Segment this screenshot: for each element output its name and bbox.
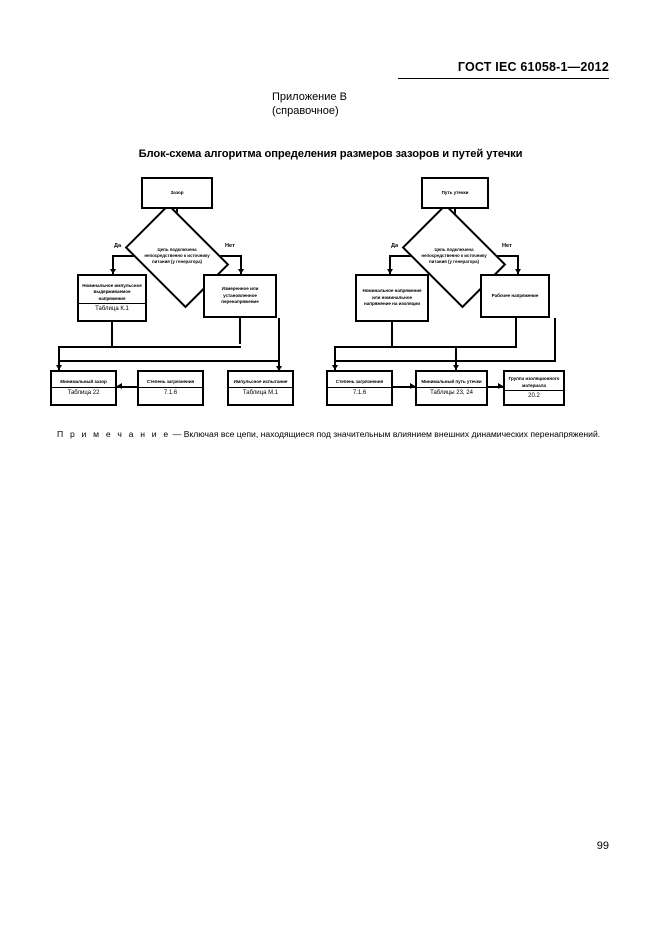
- right-merge-to-result: [334, 346, 336, 370]
- left-merge-to-result: [58, 346, 60, 370]
- right-result-1-label: Степень загрязнения: [335, 379, 384, 385]
- right-no-connector-h: [493, 255, 519, 257]
- left-yes-down: [111, 322, 113, 348]
- right-result-link-3-arrow: [498, 382, 503, 389]
- left-result-box-3: Импульсное испытание Таблица М.1: [227, 370, 294, 406]
- right-result-2-ref: Таблицы 23, 24: [417, 386, 486, 398]
- annex-sublabel: (справочное): [272, 105, 339, 117]
- left-decision-label: Цепь подключена непосредственно к источн…: [144, 247, 210, 264]
- left-outer-drop: [278, 360, 280, 370]
- note-body: Включая все цепи, находящиеся под значит…: [183, 429, 601, 439]
- left-no-box: Измеренное или установленное перенапряже…: [203, 274, 277, 318]
- right-start-box: Путь утечки: [421, 177, 489, 209]
- left-result-link-arrow: [117, 382, 122, 389]
- right-result-link: [393, 386, 415, 388]
- left-branch-no-label: Нет: [224, 243, 236, 249]
- right-result-1-ref: 7.1.6: [328, 386, 391, 398]
- right-result-3-ref: 20.2: [505, 389, 563, 401]
- right-result-link-arrow: [410, 382, 415, 389]
- right-yes-down: [391, 322, 393, 348]
- right-result-box-3: Группа изоляционного материала 20.2: [503, 370, 565, 406]
- right-result-link-3: [488, 386, 503, 388]
- left-result-1-ref: Таблица 22: [52, 386, 115, 398]
- right-creepage-arrow: [452, 365, 459, 370]
- right-start-label: Путь утечки: [441, 189, 469, 195]
- right-outer-drop: [455, 348, 457, 370]
- page-number: 99: [596, 840, 609, 852]
- left-start-box: Зазор: [141, 177, 213, 209]
- left-outer-riser: [278, 318, 280, 360]
- standard-designation: ГОСТ IEC 61058-1—2012: [457, 60, 609, 74]
- left-impulse-arrow: [275, 366, 282, 371]
- left-no-connector-v: [240, 255, 242, 274]
- left-result-box-2: Степень загрязнения 7.1.6: [137, 370, 204, 406]
- left-yes-connector-h: [112, 255, 138, 257]
- left-start-label: Зазор: [170, 189, 184, 195]
- right-outer-bar: [334, 360, 556, 362]
- left-result-link: [117, 386, 137, 388]
- left-result-2-ref: 7.1.6: [139, 386, 202, 398]
- left-yes-box: Номинальное импульсное выдерживаемое нап…: [77, 274, 147, 322]
- left-no-down: [239, 318, 241, 344]
- left-yes-connector-v: [112, 255, 114, 274]
- left-no-box-label: Измеренное или установленное перенапряже…: [221, 286, 259, 305]
- right-yes-connector-v: [389, 255, 391, 274]
- right-result-box-2: Минимальный путь утечки Таблицы 23, 24: [415, 370, 488, 406]
- note-dash: —: [170, 429, 184, 439]
- left-outer-bar: [58, 360, 280, 362]
- right-outer-riser: [554, 318, 556, 360]
- right-no-box: Рабочее напряжение: [480, 274, 550, 318]
- figure-title: Блок-схема алгоритма определения размеро…: [138, 148, 523, 160]
- left-result-2-label: Степень загрязнения: [146, 379, 195, 385]
- right-result-3-label: Группа изоляционного материала: [508, 376, 560, 388]
- left-result-3-label: Импульсное испытание: [233, 379, 288, 385]
- flowchart: Зазор Цепь подключена непосредственно к …: [0, 170, 661, 420]
- annex-heading: Приложение В (справочное): [272, 90, 347, 118]
- right-yes-box-label: Номинальное напряжение или номинальное н…: [362, 288, 422, 307]
- left-result-arrow: [55, 365, 62, 370]
- annex-label: Приложение В: [272, 91, 347, 103]
- left-decision-diamond: Цепь подключена непосредственно к источн…: [124, 203, 230, 309]
- left-branch-yes-label: Да: [113, 243, 123, 249]
- right-no-connector-v: [517, 255, 519, 274]
- right-result-arrow: [331, 365, 338, 370]
- right-yes-connector-h: [389, 255, 415, 257]
- right-result-2-label: Минимальный путь утечки: [421, 379, 482, 385]
- right-yes-arrow: [386, 269, 393, 274]
- right-merge-bar: [334, 346, 517, 348]
- right-no-down: [515, 318, 517, 348]
- left-result-box-1: Минимальный зазор Таблица 22: [50, 370, 117, 406]
- left-result-3-ref: Таблица М.1: [229, 386, 292, 398]
- right-decision-label: Цепь подключена непосредственно к источн…: [421, 247, 487, 264]
- right-branch-no-label: Нет: [501, 243, 513, 249]
- note-lead: П р и м е ч а н и е: [57, 429, 171, 439]
- header-rule: [398, 78, 609, 79]
- right-branch-yes-label: Да: [390, 243, 400, 249]
- left-result-1-label: Минимальный зазор: [60, 379, 107, 385]
- right-no-arrow: [514, 269, 521, 274]
- right-no-box-label: Рабочее напряжение: [491, 292, 539, 298]
- left-no-connector-h: [216, 255, 242, 257]
- right-result-box-1: Степень загрязнения 7.1.6: [326, 370, 393, 406]
- left-yes-arrow: [109, 269, 116, 274]
- right-decision-diamond: Цепь подключена непосредственно к источн…: [401, 203, 507, 309]
- left-yes-box-label: Номинальное импульсное выдерживаемое нап…: [82, 282, 142, 301]
- left-no-arrow: [237, 269, 244, 274]
- right-yes-box: Номинальное напряжение или номинальное н…: [355, 274, 429, 322]
- left-merge-bar: [58, 346, 241, 348]
- left-yes-box-ref: Таблица К.1: [79, 303, 145, 314]
- note-block: П р и м е ч а н и е — Включая все цепи, …: [57, 428, 609, 441]
